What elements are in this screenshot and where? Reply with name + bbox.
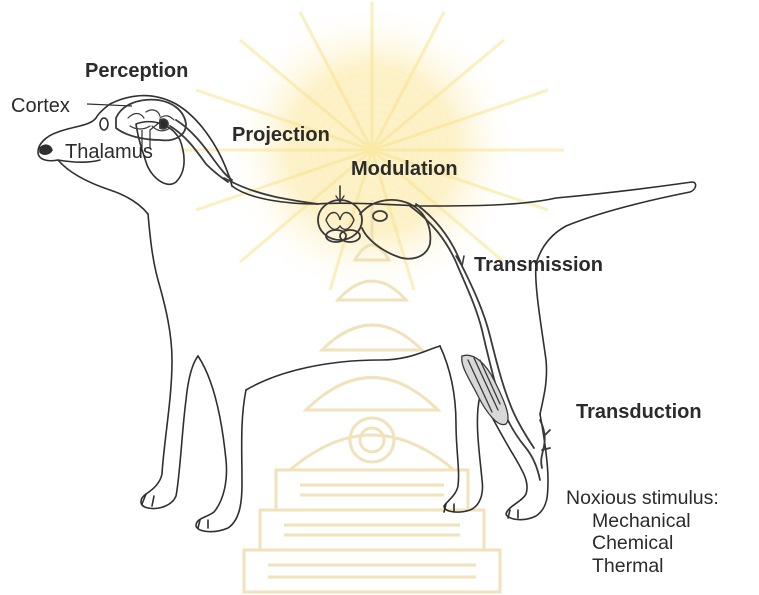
dog-chest-outline — [141, 214, 198, 509]
leg-muscle — [462, 355, 508, 424]
cortex-label: Cortex — [11, 96, 70, 116]
transmission-label: Transmission — [474, 255, 603, 275]
stimulus-type-mechanical: Mechanical — [592, 512, 719, 532]
perception-label: Perception — [85, 61, 188, 81]
noxious-stimulus-list: Noxious stimulus: Mechanical Chemical Th… — [566, 489, 719, 576]
dog-front-leg-near — [196, 356, 246, 532]
thalamus-label: Thalamus — [65, 142, 153, 162]
modulation-label: Modulation — [351, 159, 458, 179]
thalamus-mark — [160, 119, 168, 129]
watermark-emblem — [180, 0, 564, 592]
noxious-stimulus-heading: Noxious stimulus: — [566, 489, 719, 509]
transduction-label: Transduction — [576, 402, 702, 422]
stimulus-type-thermal: Thermal — [592, 557, 719, 577]
projection-label: Projection — [232, 125, 330, 145]
stimulus-type-chemical: Chemical — [592, 534, 719, 554]
dog-eye — [100, 118, 108, 130]
dog-nose — [40, 145, 52, 154]
